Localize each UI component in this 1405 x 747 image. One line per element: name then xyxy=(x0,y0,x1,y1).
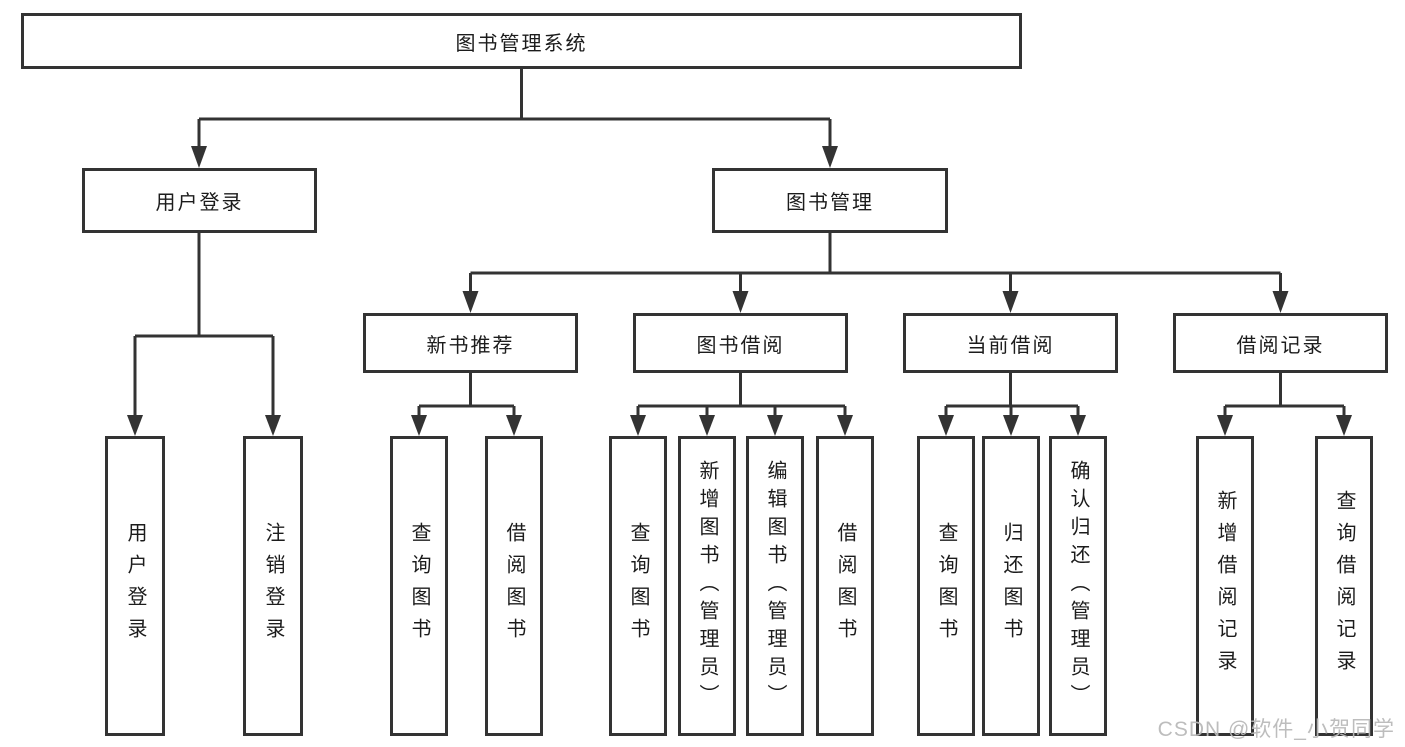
arrow-down-icon xyxy=(191,146,207,168)
node-logout: 注销登录 xyxy=(243,436,303,736)
node-library-system: 图书管理系统 xyxy=(21,13,1022,69)
arrow-down-icon xyxy=(127,415,143,436)
arrow-down-icon xyxy=(767,415,783,436)
node-book-management: 图书管理 xyxy=(712,168,948,233)
node-label: 图书借阅 xyxy=(696,334,785,357)
node-label: 确认归还（管理员） xyxy=(1067,460,1089,712)
node-label: 查询图书 xyxy=(627,522,649,650)
node-return-books: 归还图书 xyxy=(982,436,1040,736)
arrow-down-icon xyxy=(1070,415,1086,436)
node-label: 图书管理系统 xyxy=(455,32,588,55)
arrow-down-icon xyxy=(630,415,646,436)
node-label: 当前借阅 xyxy=(966,334,1055,357)
node-label: 用户登录 xyxy=(155,192,244,214)
arrow-down-icon xyxy=(1002,291,1019,313)
arrow-down-icon xyxy=(822,146,838,168)
node-label: 新增图书（管理员） xyxy=(696,460,718,712)
arrow-down-icon xyxy=(1217,415,1233,436)
arrow-down-icon xyxy=(1336,415,1352,436)
node-label: 查询图书 xyxy=(408,522,430,650)
node-label: 图书管理 xyxy=(786,192,874,214)
node-label: 编辑图书（管理员） xyxy=(764,460,786,712)
arrow-down-icon xyxy=(411,415,427,436)
node-query-borrow-record: 查询借阅记录 xyxy=(1315,436,1373,736)
arrow-down-icon xyxy=(1003,415,1019,436)
node-new-book-recommendation: 新书推荐 xyxy=(363,313,578,373)
node-user-login-action: 用户登录 xyxy=(105,436,165,736)
node-current-borrowing: 当前借阅 xyxy=(903,313,1118,373)
arrow-down-icon xyxy=(938,415,954,436)
node-edit-books-admin: 编辑图书（管理员） xyxy=(746,436,804,736)
node-label: 查询借阅记录 xyxy=(1333,490,1355,682)
arrow-down-icon xyxy=(1272,291,1289,313)
node-label: 新书推荐 xyxy=(426,334,515,357)
arrow-down-icon xyxy=(462,291,479,313)
arrow-down-icon xyxy=(732,291,749,313)
node-query-books-borrowing: 查询图书 xyxy=(609,436,667,736)
node-borrowing-records: 借阅记录 xyxy=(1173,313,1388,373)
node-query-books-current: 查询图书 xyxy=(917,436,975,736)
node-label: 借阅记录 xyxy=(1236,334,1325,357)
arrow-down-icon xyxy=(699,415,715,436)
arrow-down-icon xyxy=(837,415,853,436)
node-borrow-books-recommend: 借阅图书 xyxy=(485,436,543,736)
node-label: 注销登录 xyxy=(262,522,284,650)
arrow-down-icon xyxy=(265,415,281,436)
node-add-books-admin: 新增图书（管理员） xyxy=(678,436,736,736)
node-label: 查询图书 xyxy=(935,522,957,650)
node-label: 借阅图书 xyxy=(503,522,525,650)
node-confirm-return-admin: 确认归还（管理员） xyxy=(1049,436,1107,736)
node-book-borrowing: 图书借阅 xyxy=(633,313,848,373)
arrow-down-icon xyxy=(506,415,522,436)
node-query-books-recommend: 查询图书 xyxy=(390,436,448,736)
node-label: 归还图书 xyxy=(1000,522,1022,650)
node-user-login: 用户登录 xyxy=(82,168,317,233)
node-label: 新增借阅记录 xyxy=(1214,490,1236,682)
node-label: 用户登录 xyxy=(124,522,146,650)
node-add-borrow-record: 新增借阅记录 xyxy=(1196,436,1254,736)
node-borrow-books: 借阅图书 xyxy=(816,436,874,736)
node-label: 借阅图书 xyxy=(834,522,856,650)
csdn-watermark: CSDN @软件_小贺同学 xyxy=(1157,718,1395,741)
